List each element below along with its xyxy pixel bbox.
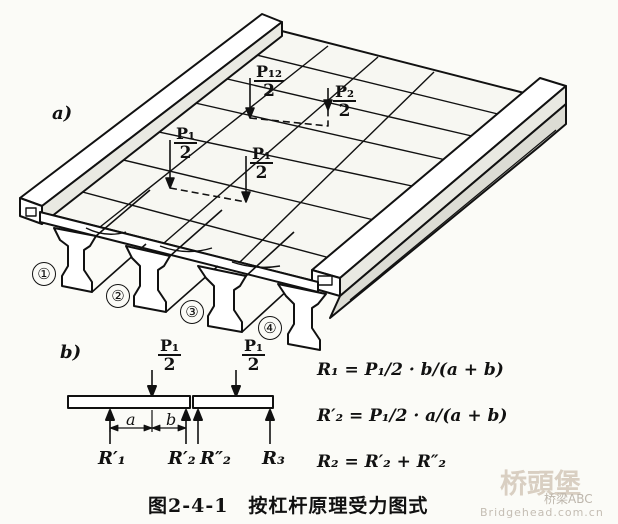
right-edge-beam [311, 77, 567, 319]
watermark-url: Bridgehead.com.cn [480, 506, 604, 519]
deck-load-p1-right: P₁ 2 [250, 144, 274, 182]
dimension-b: b [166, 410, 177, 429]
beam-load-right: P₁ 2 [242, 336, 266, 374]
girder-3 [197, 231, 295, 333]
deck-load-p12: P₁₂ 2 [254, 62, 285, 100]
girder-label-1: ① [32, 262, 56, 286]
girder-2 [125, 209, 223, 313]
load-numerator: P₁₂ [256, 62, 283, 81]
part-b-label: b) [60, 342, 82, 363]
load-denominator: 2 [333, 100, 357, 120]
girder-label-3: ③ [180, 300, 204, 324]
reaction-r1-prime: R′₁ [98, 448, 126, 469]
formula-r2: R₂ = R′₂ + R″₂ [317, 452, 446, 472]
load-denominator: 2 [242, 354, 266, 374]
load-numerator: P₁ [176, 124, 196, 143]
girder-label-4: ④ [258, 316, 282, 340]
load-denominator: 2 [254, 80, 285, 100]
formula-r1: R₁ = P₁/2 · b/(a + b) [317, 360, 504, 380]
lever-beam-diagram [67, 370, 275, 444]
load-denominator: 2 [250, 162, 274, 182]
left-edge-beam [19, 13, 283, 225]
dimension-a: a [126, 410, 136, 429]
deck-load-p1-left: P₁ 2 [174, 124, 198, 162]
watermark-logo: 桥頭堡 [500, 469, 581, 500]
load-numerator: P₁ [252, 144, 272, 163]
part-a-label: a) [52, 103, 73, 124]
load-numerator: P₂ [335, 82, 355, 101]
load-denominator: 2 [158, 354, 182, 374]
girder-4 [277, 283, 327, 351]
load-denominator: 2 [174, 142, 198, 162]
deck-load-p2: P₂ 2 [333, 82, 357, 120]
formula-r2-prime: R′₂ = P₁/2 · a/(a + b) [317, 406, 508, 426]
beam-load-left: P₁ 2 [158, 336, 182, 374]
watermark-brand: 桥梁ABC [544, 492, 593, 506]
reaction-r2-prime: R′₂ [168, 448, 196, 469]
deck-load-arrows [165, 78, 333, 203]
figure-caption: 图2-4-1 按杠杆原理受力图式 [148, 495, 429, 517]
load-numerator: P₁ [244, 336, 264, 355]
reaction-r3: R₃ [262, 448, 285, 469]
girder-label-2: ② [106, 284, 130, 308]
load-numerator: P₁ [160, 336, 180, 355]
reaction-r2-double-prime: R″₂ [200, 448, 231, 469]
girder-1 [53, 189, 151, 293]
